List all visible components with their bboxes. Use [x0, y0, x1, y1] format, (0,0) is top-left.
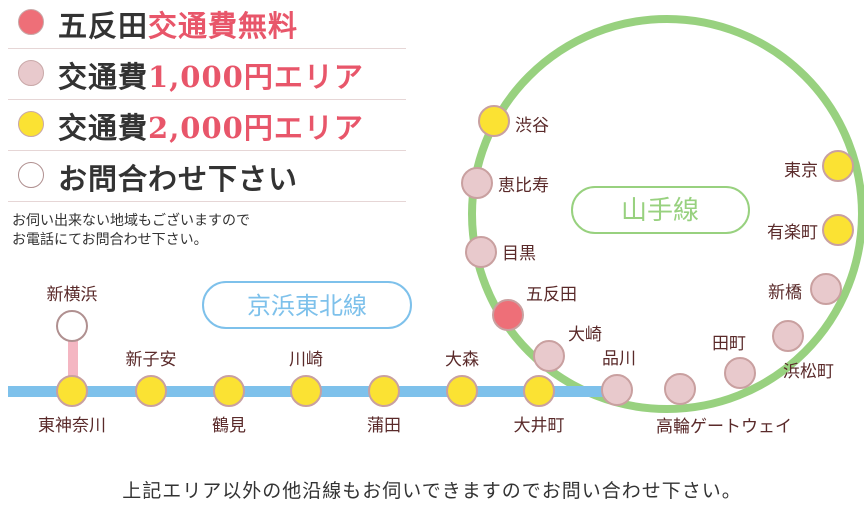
station-label: 品川 — [602, 349, 636, 369]
legend-row-1000: 交通費1,000円エリア — [8, 51, 406, 100]
notice-line: お伺い出来ない地域もございますので — [12, 213, 250, 229]
legend-accent: 交通費無料 — [148, 9, 299, 43]
shin-yokohama-branch — [68, 328, 78, 390]
station-label: 有楽町 — [767, 223, 818, 243]
station-marker — [523, 375, 555, 407]
station-label: 新子安 — [126, 350, 177, 370]
station-marker — [492, 299, 524, 331]
station-marker — [810, 273, 842, 305]
station-label: 恵比寿 — [498, 176, 549, 196]
legend-dot-2000 — [18, 111, 44, 137]
legend-prefix: 交通費 — [58, 60, 149, 94]
station-marker — [461, 167, 493, 199]
station-label: 大森 — [445, 350, 479, 370]
station-label: 東京 — [784, 161, 818, 181]
station-marker — [135, 375, 167, 407]
legend-accent: 2,000円エリア — [148, 111, 364, 145]
station-label: 浜松町 — [783, 362, 834, 382]
legend-prefix: お問合わせ下さい — [58, 162, 299, 196]
station-marker — [772, 320, 804, 352]
station-label: 大崎 — [568, 325, 602, 345]
yamanote-label: 山手線 — [621, 196, 699, 226]
station-label: 五反田 — [526, 285, 577, 305]
yamanote-label-box — [571, 186, 750, 234]
station-marker — [601, 374, 633, 406]
station-label: 大井町 — [514, 416, 565, 436]
station-label: 蒲田 — [367, 416, 401, 436]
legend-accent: 1,000円エリア — [148, 60, 364, 94]
station-marker — [822, 150, 854, 182]
station-label: 新橋 — [768, 283, 802, 303]
notice-text: お伺い出来ない地域もございますので お電話にてお問合わせ下さい。 — [12, 212, 250, 250]
station-marker — [664, 373, 696, 405]
station-marker — [465, 236, 497, 268]
footer-message: 上記エリア以外の他沿線もお伺いできますのでお問い合わせ下さい。 — [122, 480, 742, 502]
keihin-label: 京浜東北線 — [247, 292, 367, 320]
legend-dot-contact — [18, 162, 44, 188]
legend-row-free: 五反田交通費無料 — [8, 0, 406, 49]
station-marker — [56, 375, 88, 407]
station-label: 田町 — [712, 334, 746, 354]
station-marker — [290, 375, 322, 407]
notice-line: お電話にてお問合わせ下さい。 — [12, 232, 208, 248]
station-label: 川崎 — [289, 350, 323, 370]
station-label: 東神奈川 — [38, 416, 106, 436]
legend-prefix: 交通費 — [58, 111, 149, 145]
station-marker — [56, 310, 88, 342]
station-label: 渋谷 — [515, 116, 549, 136]
station-label: 目黒 — [502, 244, 536, 264]
legend-prefix: 五反田 — [58, 9, 149, 43]
station-marker — [478, 105, 510, 137]
station-marker — [368, 375, 400, 407]
legend-row-contact: お問合わせ下さい — [8, 153, 406, 202]
station-label: 高輪ゲートウェイ — [656, 417, 792, 437]
station-marker — [533, 340, 565, 372]
legend-row-2000: 交通費2,000円エリア — [8, 102, 406, 151]
station-label: 鶴見 — [212, 416, 246, 436]
station-marker — [822, 214, 854, 246]
station-label: 新横浜 — [47, 285, 98, 305]
station-marker — [213, 375, 245, 407]
legend-dot-1000 — [18, 60, 44, 86]
keihin-label-box — [202, 281, 412, 329]
legend-dot-gotanda — [18, 9, 44, 35]
station-marker — [724, 357, 756, 389]
station-marker — [446, 375, 478, 407]
yamanote-line — [468, 15, 864, 413]
